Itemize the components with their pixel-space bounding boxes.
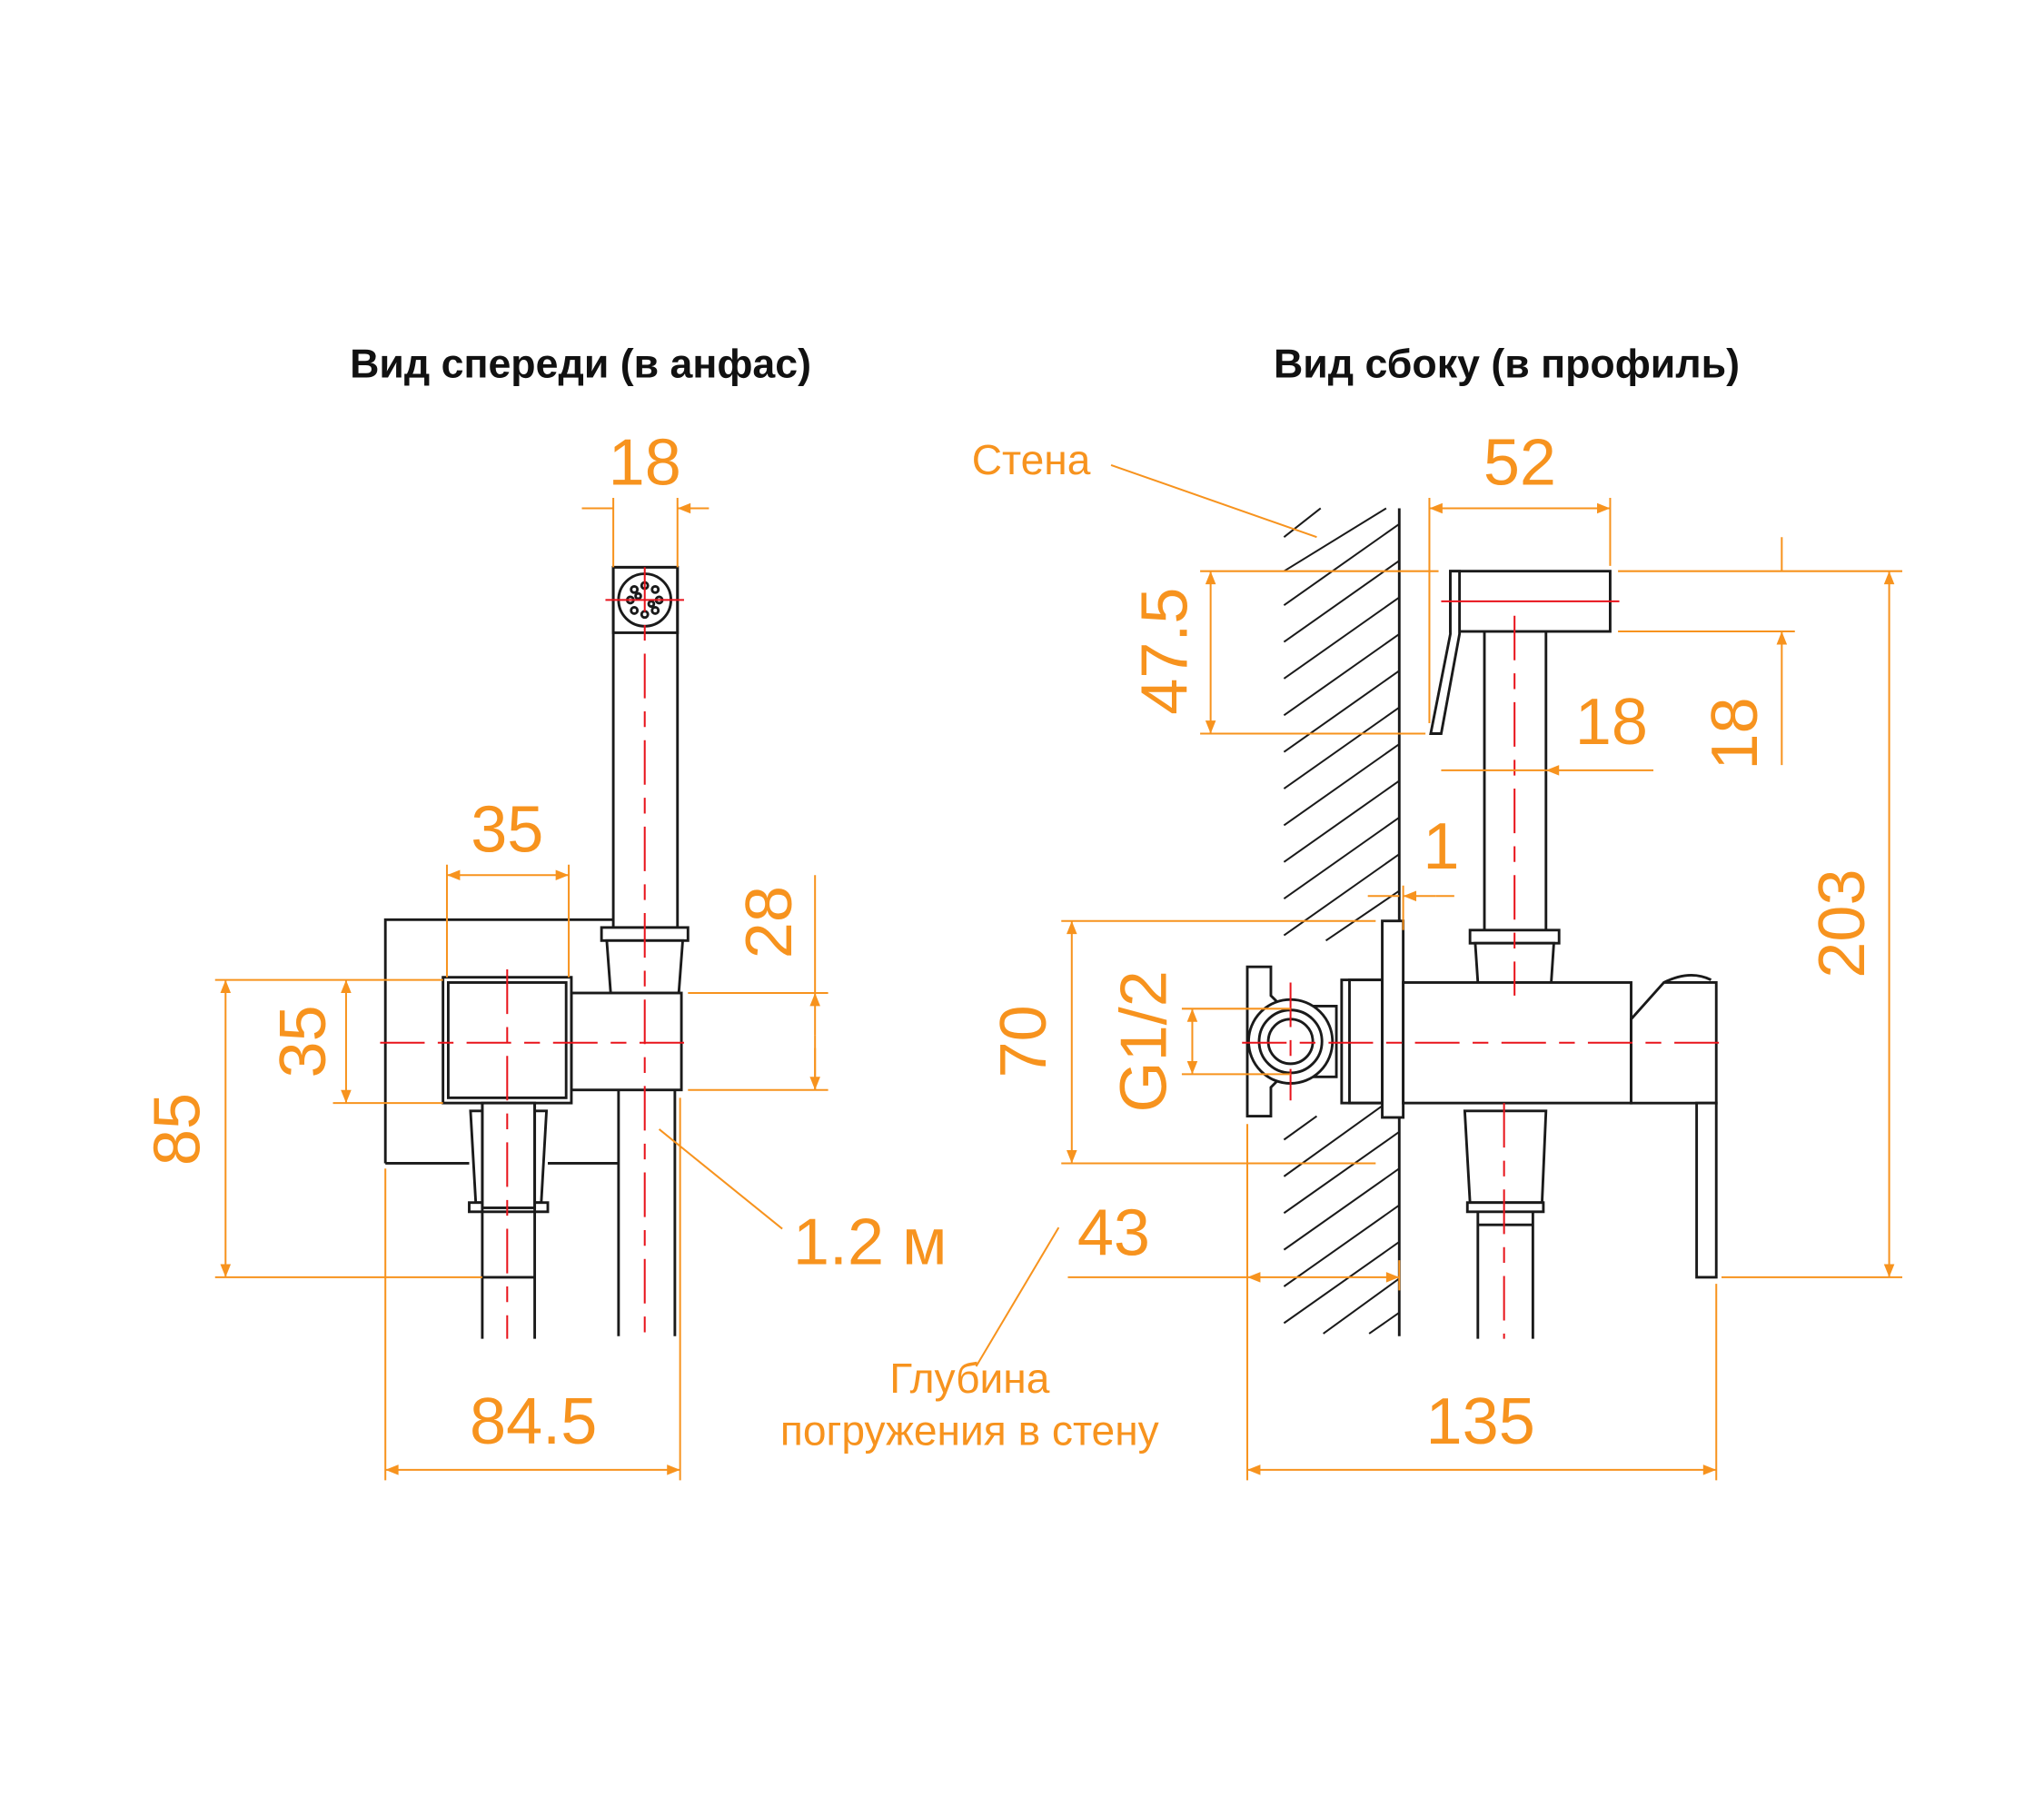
- dim-body-height: 35: [267, 1005, 340, 1077]
- dim-embed-depth: 43: [1077, 1196, 1150, 1269]
- dim-head-height: 47.5: [1129, 588, 1202, 715]
- wall-hatching: [1283, 507, 1400, 1335]
- dim-plate-gap: 1: [1423, 810, 1459, 883]
- dim-total-width: 84.5: [470, 1385, 597, 1458]
- depth-label-line1: Глубина: [889, 1355, 1050, 1402]
- front-view: [380, 565, 695, 1339]
- side-dimensions: 52 47.5 18 18 203 1 70 G1/2 43 135 Стена: [780, 427, 1902, 1481]
- dim-hose-length: 1.2 м: [793, 1206, 948, 1278]
- inlet-fitting: [1245, 965, 1338, 1117]
- dim-head-thickness: 18: [1699, 697, 1771, 769]
- dim-stem-width: 18: [1575, 686, 1648, 759]
- dim-total-height: 203: [1806, 869, 1879, 978]
- dim-head-depth: 52: [1483, 427, 1556, 500]
- dim-total-depth: 135: [1426, 1385, 1535, 1458]
- dim-thread: G1/2: [1108, 970, 1181, 1112]
- side-view-title: Вид сбоку (в профиль): [1274, 342, 1740, 386]
- depth-label-line2: погружения в стену: [780, 1406, 1159, 1454]
- front-view-title: Вид спереди (в анфас): [350, 342, 811, 386]
- side-view: [1242, 570, 1732, 1339]
- dim-plate-height: 70: [987, 1005, 1060, 1077]
- dim-head-width: 18: [609, 427, 681, 500]
- dim-arm-height: 28: [733, 886, 806, 958]
- dim-outlet-height: 85: [141, 1093, 213, 1166]
- dim-body-width: 35: [471, 793, 543, 866]
- front-dimensions: 18 35 28 35 85 84.5 1.2 м: [141, 427, 948, 1481]
- wall-label: Стена: [972, 436, 1091, 483]
